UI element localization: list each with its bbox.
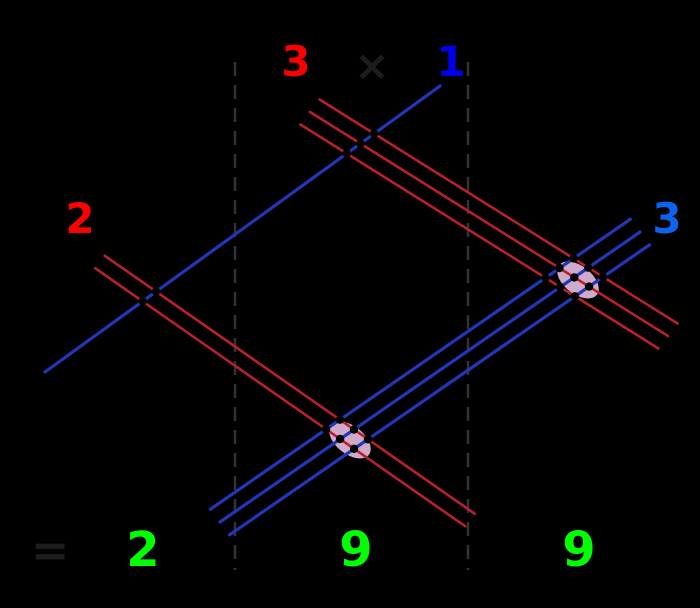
intersection-dot-6 (555, 263, 564, 273)
red-ones-line-1 (103, 254, 477, 516)
intersection-dot-17 (138, 297, 147, 306)
red-line-groups (93, 98, 679, 528)
intersection-dot-14 (335, 415, 345, 424)
red-tens-line-2 (308, 110, 670, 338)
intersection-dot-19 (335, 434, 345, 444)
result-hundreds-digit: 2 (126, 522, 159, 578)
red-tens-line-3 (299, 123, 660, 350)
blue-line-groups (43, 84, 652, 537)
intersection-dot-8 (584, 282, 594, 291)
red-tens-line-1 (318, 98, 679, 325)
intersection-dot-11 (556, 282, 565, 292)
intersection-dot-9 (342, 149, 351, 158)
blue-ones-line-3 (228, 243, 652, 537)
intersection-dot-15 (349, 425, 359, 434)
intersection-dot-12 (570, 292, 580, 301)
intersection-dot-3 (584, 263, 593, 272)
intersection-dot-1 (370, 129, 379, 138)
intersection-dot-2 (569, 254, 578, 263)
blue-tens-digit: 1 (436, 37, 465, 86)
result-tens-digit: 9 (339, 522, 372, 578)
intersection-dot-10 (541, 273, 550, 282)
intersection-dot-13 (151, 287, 161, 296)
intersection-dot-16 (363, 435, 373, 444)
blue-ones-digit: 3 (652, 194, 681, 243)
intersection-dot-5 (356, 139, 365, 148)
intersection-dot-18 (321, 425, 331, 434)
red-tens-digit: 3 (281, 37, 310, 86)
times-sign: × (354, 41, 389, 90)
intersection-dots (138, 129, 608, 453)
red-ones-line-2 (93, 266, 467, 528)
intersection-dot-4 (598, 272, 608, 282)
red-ones-digit: 2 (65, 194, 94, 243)
equals-sign: = (31, 523, 70, 577)
intersection-dot-20 (349, 444, 359, 453)
result-ones-digit: 9 (562, 522, 595, 578)
blue-ones-line-2 (218, 230, 642, 524)
cluster-highlight-2 (329, 421, 371, 459)
intersection-dot-7 (570, 273, 579, 282)
